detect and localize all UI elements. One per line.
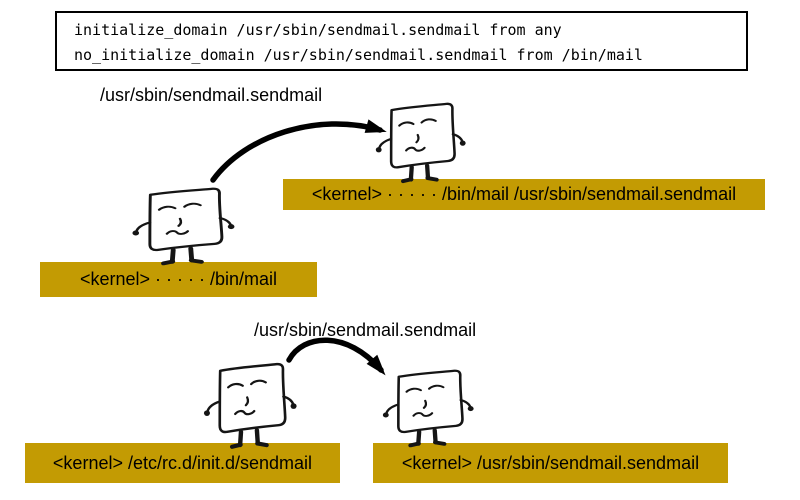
scenario2-source-domain-label: <kernel> /etc/rc.d/init.d/sendmail	[25, 443, 340, 483]
scenario1-transition-arrow-icon	[210, 119, 387, 183]
scenario2-dest-domain-label: <kernel> /usr/sbin/sendmail.sendmail	[373, 443, 728, 483]
scenario1-exec-path-label: /usr/sbin/sendmail.sendmail	[100, 85, 323, 105]
scenario2-source-character-icon	[199, 360, 298, 453]
scenario1-dest-domain-label: <kernel> · · · · · /bin/mail /usr/sbin/s…	[283, 179, 765, 210]
policy-line-initialize: initialize_domain /usr/sbin/sendmail.sen…	[74, 21, 562, 39]
scenario2-transition-arrow-icon	[286, 337, 386, 376]
scenario1-dest-character-icon	[371, 100, 467, 187]
scenario1-source-character-icon	[127, 185, 236, 269]
policy-rule-box: initialize_domain /usr/sbin/sendmail.sen…	[55, 11, 748, 71]
scenario2-exec-path-label: /usr/sbin/sendmail.sendmail	[254, 320, 477, 340]
scenario1-source-domain-label: <kernel> · · · · · /bin/mail	[40, 262, 317, 297]
scenario2-dest-character-icon	[378, 367, 475, 451]
policy-line-no-initialize: no_initialize_domain /usr/sbin/sendmail.…	[74, 46, 643, 64]
